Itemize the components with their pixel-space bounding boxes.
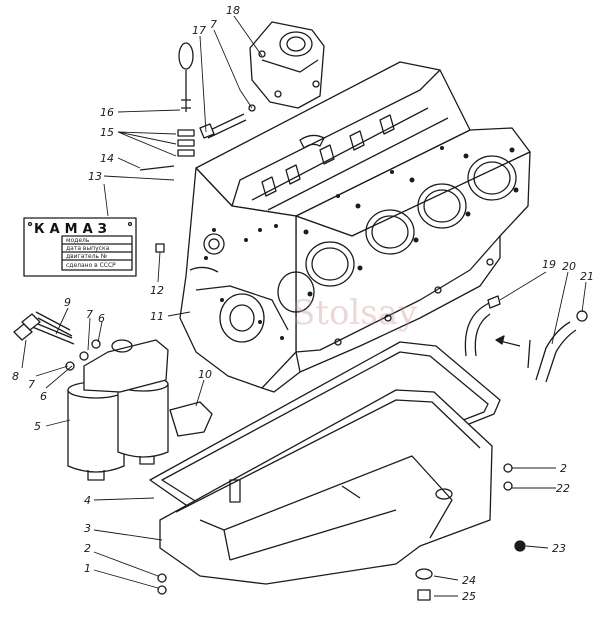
nameplate-line: сделано в СССР xyxy=(66,262,116,269)
filter-gasket xyxy=(169,401,213,437)
nameplate-title: КАМАЗ xyxy=(34,222,112,237)
callout-label: 6 xyxy=(98,312,105,325)
callout-label: 18 xyxy=(226,4,240,17)
nameplate-line: дата выпуска xyxy=(66,245,110,252)
callout-label: 9 xyxy=(64,296,71,309)
oil-pipes xyxy=(464,295,588,383)
callout-label: 7 xyxy=(28,378,35,391)
callout-label: 7 xyxy=(210,18,217,31)
callout-label: 17 xyxy=(192,24,206,37)
callout-label: 3 xyxy=(84,522,91,535)
callout-label: 15 xyxy=(100,126,114,139)
oil-filler-tube xyxy=(177,42,195,157)
callout-numbers: 18 7 17 16 15 14 13 12 11 9 7 6 8 7 6 5 … xyxy=(12,4,594,603)
long-bolt xyxy=(199,104,256,139)
watermark: Stolsay xyxy=(292,293,418,333)
nameplate-line: модель xyxy=(66,237,90,244)
filter-bolts xyxy=(13,311,101,371)
callout-label: 8 xyxy=(12,370,19,383)
callout-label: 6 xyxy=(40,390,47,403)
leader-lines xyxy=(21,15,587,597)
cylinder-block xyxy=(179,61,531,393)
oil-filter xyxy=(67,339,169,481)
callout-label: 20 xyxy=(562,260,576,273)
callout-label: 2 xyxy=(560,462,567,475)
callout-label: 5 xyxy=(34,420,41,433)
callout-label: 19 xyxy=(542,258,556,271)
callout-label: 25 xyxy=(462,590,476,603)
callout-label: 23 xyxy=(552,542,566,555)
nameplate xyxy=(23,217,137,277)
pin xyxy=(139,165,175,171)
callout-label: 7 xyxy=(86,308,93,321)
callout-label: 2 xyxy=(84,542,91,555)
callout-label: 12 xyxy=(150,284,164,297)
callout-label: 11 xyxy=(150,310,164,323)
breather-housing xyxy=(249,21,325,109)
callout-label: 4 xyxy=(84,494,91,507)
cylinder-bores xyxy=(305,155,517,287)
callout-label: 21 xyxy=(580,270,594,283)
callout-label: 13 xyxy=(88,170,102,183)
oil-pan xyxy=(159,389,493,585)
callout-label: 22 xyxy=(556,482,570,495)
callout-label: 16 xyxy=(100,106,114,119)
callout-label: 24 xyxy=(462,574,476,587)
callout-label: 10 xyxy=(198,368,212,381)
callout-label: 14 xyxy=(100,152,114,165)
plug xyxy=(155,243,165,253)
callout-label: 1 xyxy=(84,562,91,575)
nameplate-line: двигатель № xyxy=(66,253,107,260)
drain-plugs xyxy=(157,463,526,601)
